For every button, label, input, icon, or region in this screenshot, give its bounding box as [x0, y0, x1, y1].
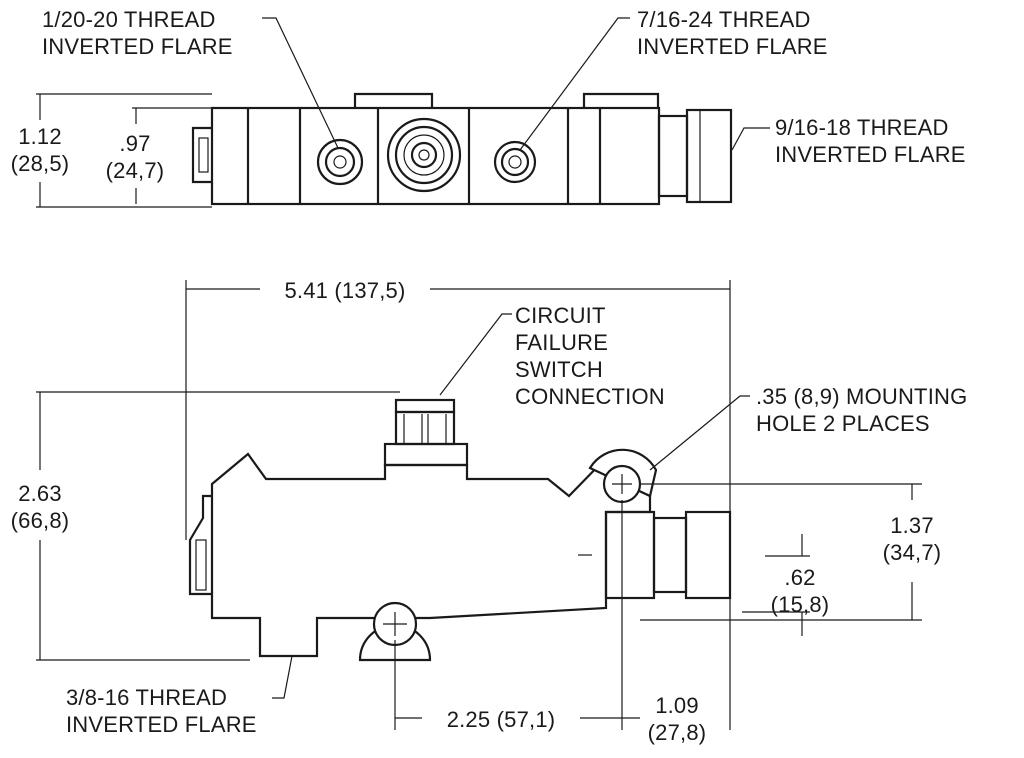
callout-bottom-thread: 3/8-16 THREAD INVERTED FLARE — [66, 685, 257, 737]
dimension-top-height: 1.12 (28,5) — [10, 124, 70, 176]
dimension-hole-offset: 1.37 (34,7) — [882, 513, 942, 565]
dimension-overall-height: 2.63 (66,8) — [10, 481, 70, 533]
callout-top-left-thread: 1/20-20 THREAD INVERTED FLARE — [42, 7, 233, 59]
callout-mounting-hole: .35 (8,9) MOUNTING HOLE 2 PLACES — [756, 384, 968, 436]
dimension-port-offset: .62 (15,8) — [770, 565, 830, 617]
top-view — [36, 17, 770, 208]
front-view — [36, 280, 922, 730]
callout-top-mid-thread: 7/16-24 THREAD INVERTED FLARE — [637, 7, 828, 59]
callout-switch-connection: CIRCUIT FAILURE SWITCH CONNECTION — [515, 303, 665, 409]
dimension-top-inner-height: .97 (24,7) — [105, 131, 165, 183]
dimension-overall-length: 5.41 (137,5) — [284, 278, 406, 303]
dimension-hole-spacing: 2.25 (57,1) — [446, 707, 556, 732]
callout-right-thread: 9/16-18 THREAD INVERTED FLARE — [775, 115, 966, 167]
dimension-port-to-hole: 1.09 (27,8) — [647, 693, 707, 745]
